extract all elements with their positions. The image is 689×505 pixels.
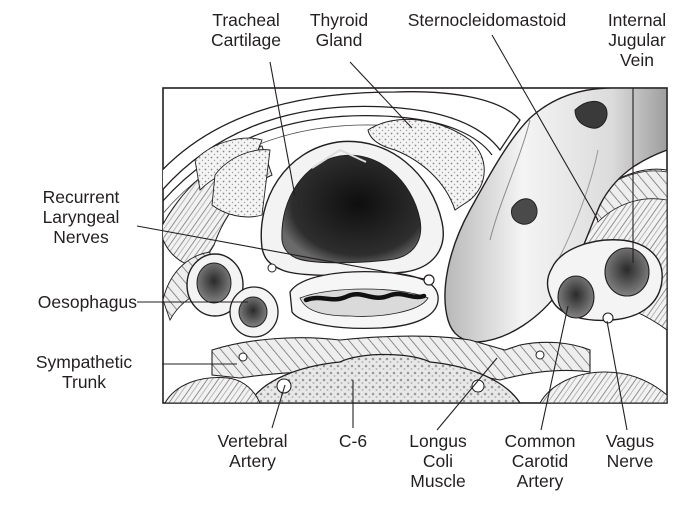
internal-jugular-vein-shape bbox=[605, 248, 649, 296]
label-sympathetic-trunk: Sympathetic Trunk bbox=[8, 352, 160, 392]
label-longus-coli-muscle: Longus Coli Muscle bbox=[399, 431, 477, 491]
label-tracheal-cartilage: Tracheal Cartilage bbox=[200, 10, 292, 50]
label-recurrent-laryngeal-nerves: Recurrent Laryngeal Nerves bbox=[22, 187, 140, 247]
label-vagus-nerve: Vagus Nerve bbox=[590, 431, 670, 471]
common-carotid-artery-shape bbox=[558, 276, 594, 318]
vertebral-artery-shape bbox=[277, 379, 291, 393]
recurrent-laryngeal-nerve bbox=[424, 275, 434, 285]
sympathetic-trunk-shape bbox=[239, 353, 247, 361]
label-vertebral-artery: Vertebral Artery bbox=[205, 431, 300, 471]
label-common-carotid-artery: Common Carotid Artery bbox=[488, 431, 592, 491]
vagus-nerve-shape bbox=[603, 313, 613, 323]
label-sternocleidomastoid: Sternocleidomastoid bbox=[384, 10, 590, 30]
label-c6: C-6 bbox=[325, 431, 381, 451]
label-internal-jugular-vein: Internal Jugular Vein bbox=[592, 10, 682, 70]
label-thyroid-gland: Thyroid Gland bbox=[298, 10, 380, 50]
label-oesophagus: Oesophagus bbox=[0, 292, 137, 312]
